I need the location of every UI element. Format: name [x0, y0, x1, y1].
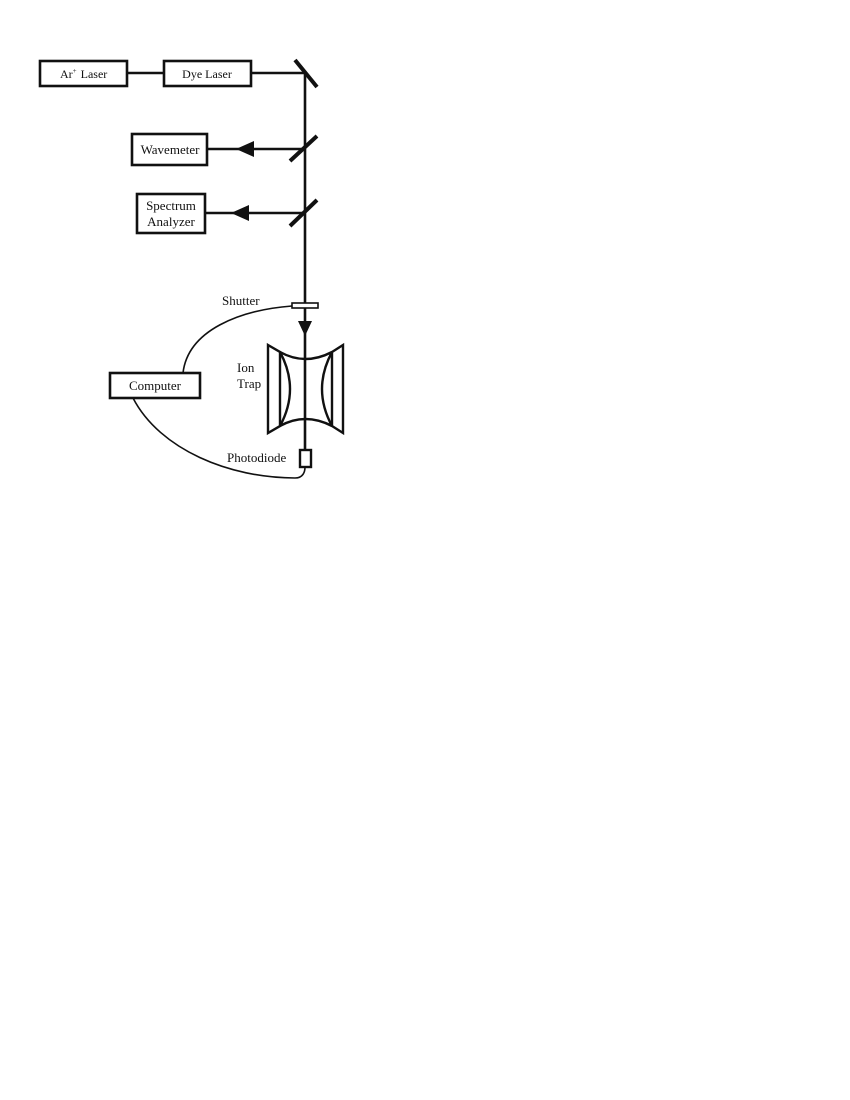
- computer-label: Computer: [129, 378, 182, 393]
- cable-computer-to-shutter: [182, 305, 293, 374]
- ion-trap-label-line2: Trap: [237, 376, 261, 391]
- wavemeter-label: Wavemeter: [141, 142, 201, 157]
- ion-trap-ring-electrode-icon: [278, 350, 334, 428]
- ar-laser-box: Ar+ Laser: [38, 59, 129, 88]
- cable-computer-to-photodiode: [132, 397, 306, 479]
- ar-laser-label-sup: +: [73, 67, 77, 75]
- svg-text:Ar+Laser: Ar+ Laser: [60, 67, 107, 81]
- dye-laser-label: Dye Laser: [182, 67, 232, 81]
- photodiode-icon: [298, 448, 313, 469]
- shutter: Shutter: [222, 293, 319, 309]
- ion-trap-label-line1: Ion: [237, 360, 255, 375]
- ion-trap-right-endcap-icon: [330, 342, 345, 436]
- shutter-label: Shutter: [222, 293, 260, 308]
- arrow-into-trap-icon: [298, 321, 312, 336]
- spectrum-analyzer-label-line1: Spectrum: [146, 198, 196, 213]
- arrow-to-wavemeter-icon: [236, 141, 254, 157]
- ar-laser-label-rest: Laser: [81, 67, 108, 81]
- arrow-to-spectrum-analyzer-icon: [231, 205, 249, 221]
- spectrum-analyzer-box: Spectrum Analyzer: [135, 192, 207, 235]
- shutter-icon: [291, 302, 319, 309]
- computer-box: Computer: [108, 371, 202, 400]
- photodiode: Photodiode: [227, 448, 313, 469]
- photodiode-label: Photodiode: [227, 450, 286, 465]
- wavemeter-box: Wavemeter: [130, 132, 209, 167]
- ar-laser-label-main: Ar: [60, 67, 73, 81]
- ion-trap-left-endcap-icon: [266, 342, 282, 436]
- ion-trap: Ion Trap: [237, 342, 345, 436]
- spectrum-analyzer-label-line2: Analyzer: [147, 214, 195, 229]
- dye-laser-box: Dye Laser: [162, 59, 253, 88]
